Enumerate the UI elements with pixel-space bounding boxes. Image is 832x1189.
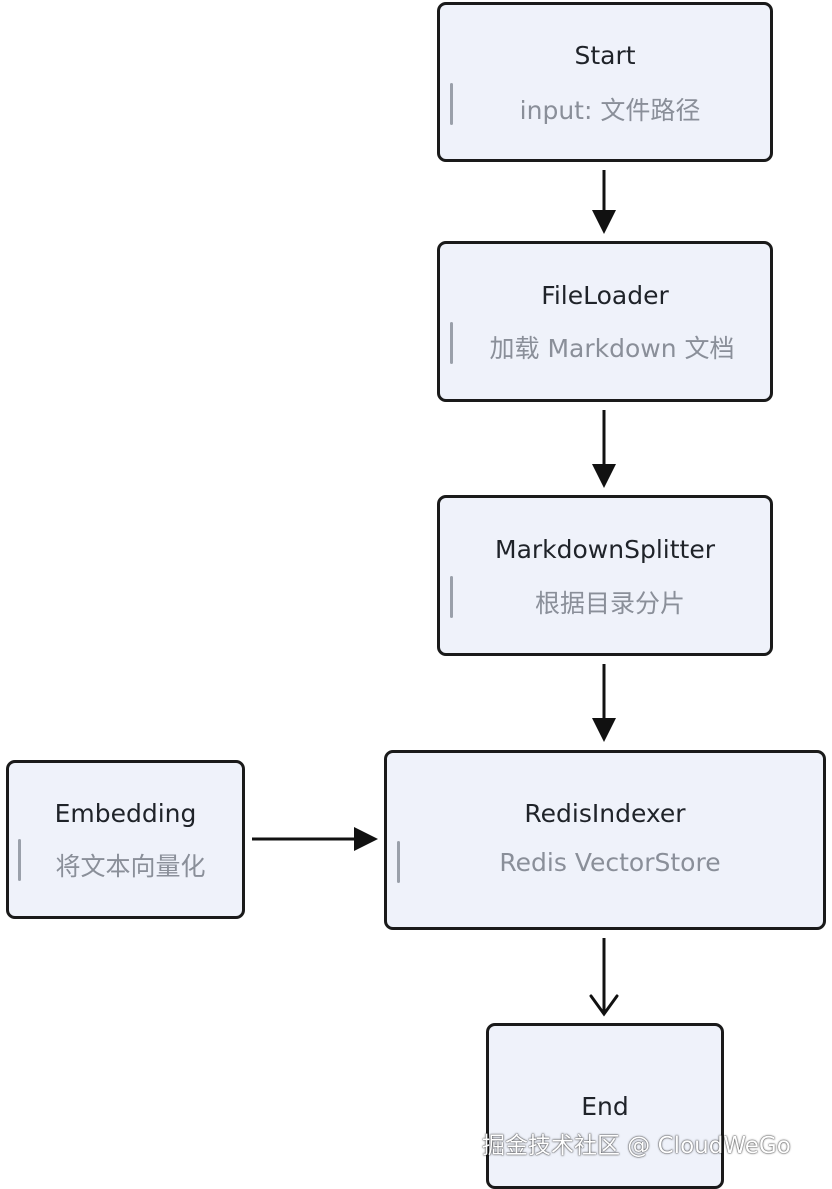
node-redis-indexer-subtitle: Redis VectorStore: [499, 848, 721, 877]
node-fileloader[interactable]: FileLoader 加载 Markdown 文档: [437, 241, 773, 402]
arrowhead-embedding-to-indexer: [354, 827, 378, 851]
node-markdown-splitter-title: MarkdownSplitter: [495, 535, 715, 564]
node-end[interactable]: End: [486, 1023, 724, 1189]
node-start[interactable]: Start input: 文件路径: [437, 2, 773, 162]
watermark: 掘金技术社区 @ CloudWeGo: [482, 1133, 791, 1159]
node-fileloader-bar: [450, 322, 453, 364]
node-redis-indexer-title: RedisIndexer: [524, 799, 686, 828]
node-end-title: End: [581, 1092, 629, 1121]
node-markdown-splitter-subtitle: 根据目录分片: [534, 589, 685, 618]
node-embedding-subtitle: 将文本向量化: [55, 852, 206, 881]
node-embedding-title: Embedding: [54, 799, 197, 828]
node-embedding-bar: [18, 839, 21, 881]
node-start-bar: [450, 83, 453, 125]
node-fileloader-title: FileLoader: [541, 281, 669, 310]
arrowhead-indexer-to-end: [589, 994, 619, 1017]
node-markdown-splitter-bar: [450, 576, 453, 618]
node-redis-indexer[interactable]: RedisIndexer Redis VectorStore: [384, 750, 826, 930]
node-markdown-splitter[interactable]: MarkdownSplitter 根据目录分片: [437, 495, 773, 656]
node-fileloader-subtitle: 加载 Markdown 文档: [489, 334, 735, 363]
node-start-subtitle: input: 文件路径: [519, 96, 701, 125]
arrowhead-start-to-fileloader: [592, 210, 616, 234]
node-start-title: Start: [574, 41, 636, 70]
node-embedding[interactable]: Embedding 将文本向量化: [6, 760, 245, 919]
arrowhead-fileloader-to-splitter: [592, 464, 616, 488]
arrowhead-splitter-to-indexer: [592, 718, 616, 742]
node-redis-indexer-bar: [397, 841, 400, 883]
